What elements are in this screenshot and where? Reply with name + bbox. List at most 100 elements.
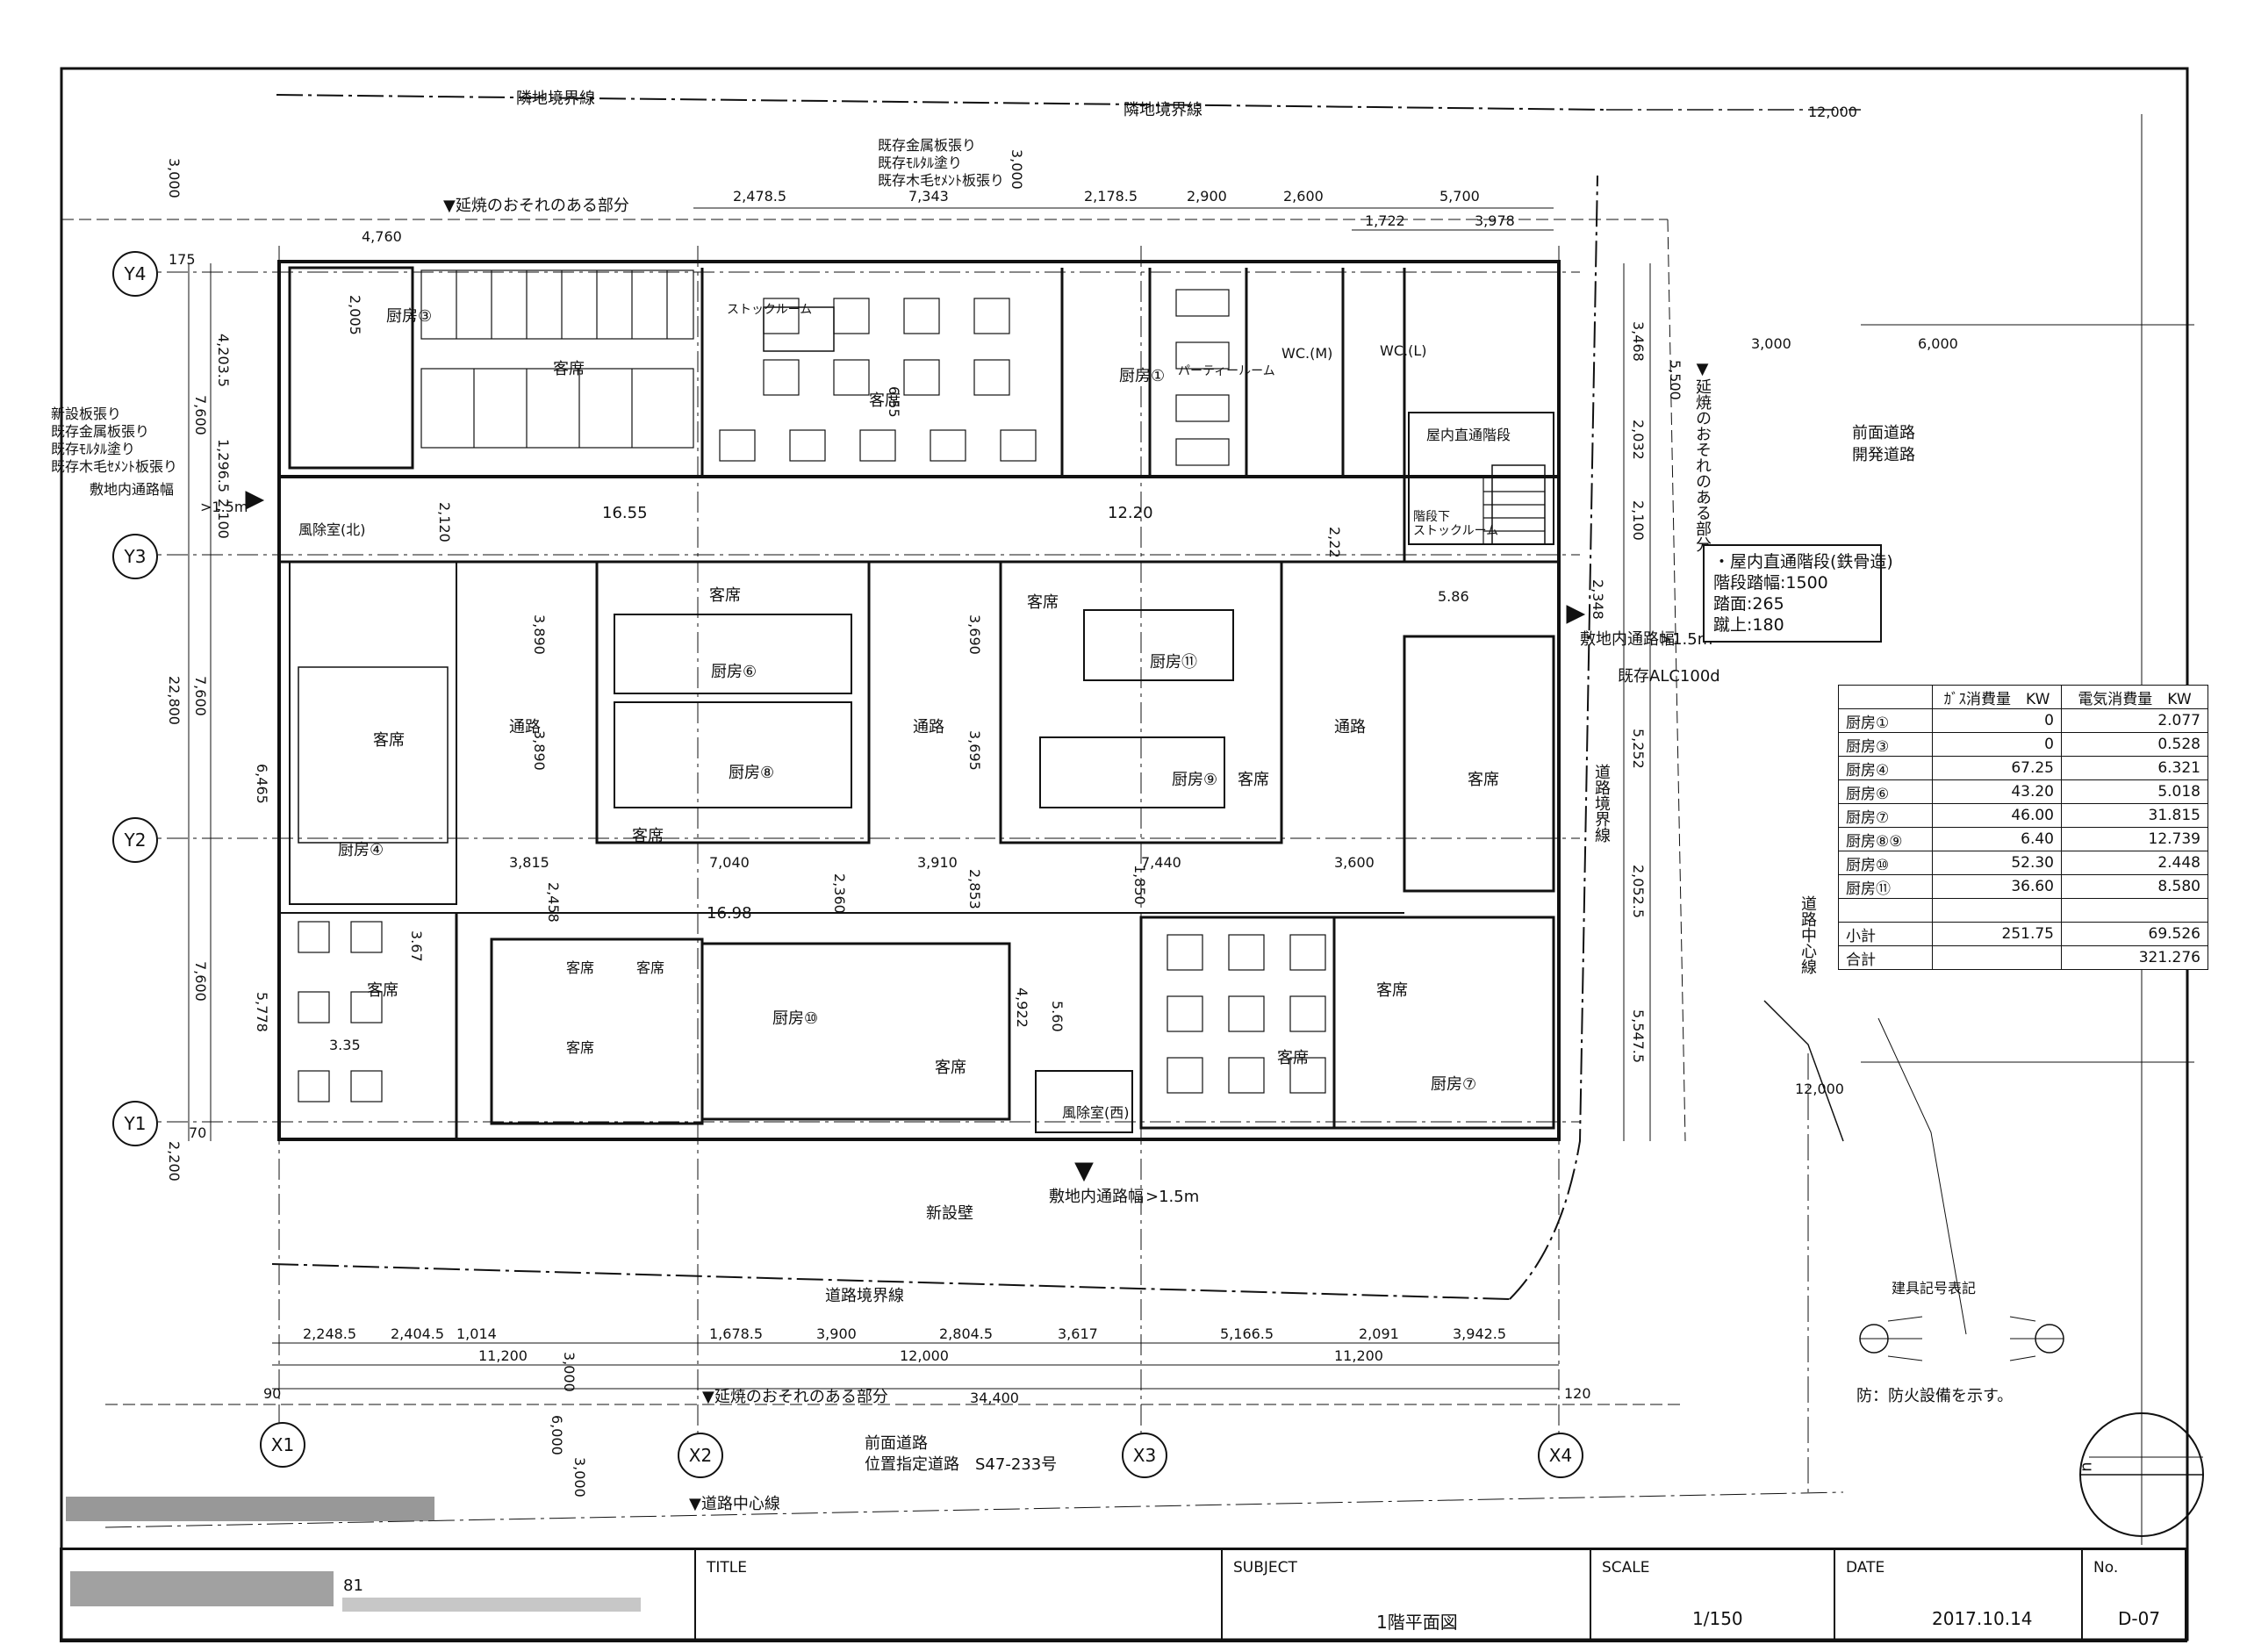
room-kitchen11: 厨房⑪ — [1150, 653, 1197, 672]
dim: 11,200 — [478, 1347, 528, 1364]
existing-finish-top-2: 既存ﾓﾙﾀﾙ塗り — [878, 154, 963, 171]
island-left — [595, 560, 871, 844]
room-wc-m: WC.(M) — [1281, 345, 1333, 362]
existing-alc-label: 既存ALC100d — [1618, 667, 1720, 686]
dim: 5,252 — [1630, 729, 1647, 769]
grid-bubble-x2: X2 — [678, 1433, 723, 1478]
dim: 2,404.5 — [391, 1325, 445, 1342]
dim: 12,000 — [900, 1347, 949, 1364]
room-seating-k: 客席 — [566, 1039, 595, 1056]
dim: 2,900 — [1187, 188, 1227, 205]
room-corridor-a: 通路 — [509, 718, 541, 736]
left-finish-4: 既存木毛ｾﾒﾝﾄ板張り — [51, 458, 178, 475]
dim: 2,458 — [545, 882, 562, 923]
stair-info-box: ・屋内直通階段(鉄骨造) 階段踏幅:1500 踏面:265 蹴上:180 — [1703, 544, 1893, 643]
grid-bubble-x3: X3 — [1122, 1433, 1167, 1478]
front-road-right: 前面道路 — [1852, 424, 1915, 442]
room-seating-a: 客席 — [553, 360, 585, 378]
road-boundary-label: 道路境界線 — [825, 1287, 904, 1305]
room-kitchen4: 厨房④ — [338, 841, 384, 859]
room-seating-e: 客席 — [632, 827, 664, 845]
dim: 12,000 — [1808, 104, 1857, 120]
dim: 12.20 — [1108, 504, 1153, 522]
dim: 2,120 — [436, 502, 453, 542]
dim: 6,000 — [1918, 335, 1958, 352]
site-path-left-width: >1.5m — [200, 499, 248, 515]
room-kitchen6: 厨房⑥ — [711, 663, 757, 681]
grid-bubble-y3: Y3 — [112, 534, 158, 579]
neighbor-boundary-line — [276, 94, 1607, 111]
dim: 3,617 — [1058, 1325, 1098, 1342]
dim: 7,343 — [908, 188, 949, 205]
room-windbreak-north: 風除室(北) — [298, 521, 366, 538]
stair-info-line2: 踏面:265 — [1713, 594, 1784, 614]
redacted-block — [342, 1598, 641, 1612]
dim: 7,600 — [192, 961, 209, 1002]
dim: 2,22 — [1326, 527, 1343, 558]
date-value: 2017.10.14 — [1932, 1608, 2033, 1629]
room-seating-c: 客席 — [373, 731, 405, 750]
dim: 2,360 — [831, 873, 848, 914]
dim: 6,465 — [254, 764, 270, 804]
room-seating-g: 客席 — [1238, 771, 1269, 789]
redacted-block — [66, 1497, 434, 1521]
room-party: パーティールーム — [1178, 364, 1275, 378]
room-kitchen1-top: 厨房① — [1119, 367, 1166, 385]
room-seating-i: 客席 — [367, 981, 398, 1000]
dim: 2,052.5 — [1630, 865, 1647, 919]
dim: 34,400 — [970, 1390, 1019, 1406]
dim: 5,547.5 — [1630, 1009, 1647, 1064]
room-seating-o: 客席 — [1376, 981, 1408, 1000]
subject-cell: SUBJECT 1階平面図 — [1221, 1550, 1591, 1640]
dim: 2,600 — [1283, 188, 1324, 205]
dim: 11,200 — [1334, 1347, 1383, 1364]
front-road-bottom: 前面道路 — [865, 1434, 928, 1453]
dim: 22,800 — [166, 676, 183, 725]
dim: 3,695 — [966, 730, 983, 771]
grid-bubble-x1: X1 — [260, 1422, 305, 1468]
date-cell: DATE 2017.10.14 — [1834, 1550, 2083, 1640]
room-seating-n: 客席 — [1277, 1049, 1309, 1067]
date-head: DATE — [1846, 1559, 1885, 1577]
room-seating-d: 客席 — [709, 586, 741, 605]
dim: 70 — [189, 1124, 207, 1141]
dim: 90 — [263, 1385, 282, 1402]
fire-spread-right-label: ▼延焼のおそれのある部分 — [1693, 360, 1712, 552]
site-path-bottom-width: >1.5m — [1145, 1188, 1200, 1206]
site-path-right-label: 敷地内通路幅 — [1580, 630, 1675, 649]
dim: 2,100 — [215, 499, 232, 539]
room-stair-under-b: ストックルーム — [1413, 524, 1499, 538]
dim: 2,178.5 — [1084, 188, 1138, 205]
dim: 1,014 — [456, 1325, 497, 1342]
dim: 4,760 — [362, 228, 402, 245]
room-windbreak-west: 風除室(西) — [1062, 1104, 1130, 1121]
room-stair: 屋内直通階段 — [1426, 427, 1511, 443]
fire-spread-top-label: ▼延焼のおそれのある部分 — [443, 197, 629, 215]
dim: 3,942.5 — [1453, 1325, 1507, 1342]
dim: 3,000 — [1009, 149, 1025, 190]
road-boundary-right-label: 道路境界線 — [1592, 764, 1611, 843]
room-seating-f: 客席 — [1027, 593, 1059, 612]
room-stock: ストックルーム — [727, 303, 813, 317]
legend-fire-note: 防：防火設備を示す。 — [1856, 1387, 2014, 1405]
no-cell: No. D-07 — [2081, 1550, 2189, 1640]
scale-cell: SCALE 1/150 — [1590, 1550, 1835, 1640]
dim: 5,778 — [254, 992, 270, 1032]
dim: 5.86 — [1438, 588, 1469, 605]
dim: 7,040 — [709, 854, 750, 871]
development-road-right: 開発道路 — [1852, 446, 1915, 464]
dim: 2,853 — [966, 869, 983, 909]
north-mark-label: n — [2077, 1462, 2096, 1472]
dim: 1,850 — [1131, 865, 1148, 905]
grid-bubble-y1: Y1 — [112, 1101, 158, 1146]
dim: 5.60 — [1049, 1001, 1066, 1032]
